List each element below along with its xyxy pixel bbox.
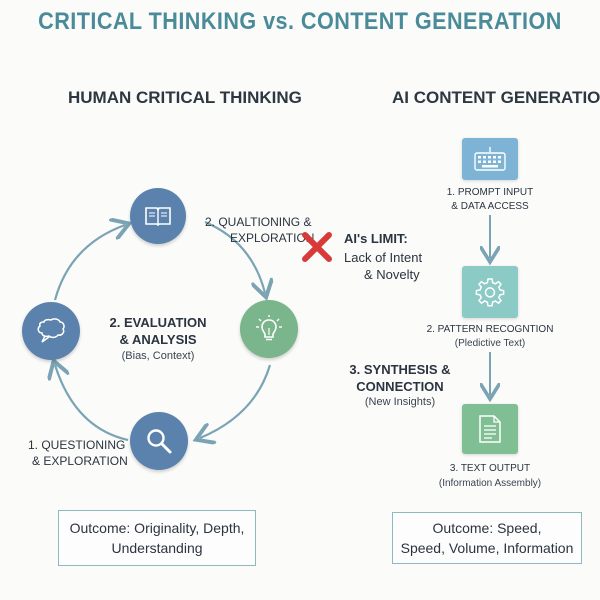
- label-center-2: & ANALYSIS: [119, 332, 197, 347]
- label-bottom-1: 1. QUESTIONING: [28, 438, 126, 452]
- limit-line-2: & Novelty: [364, 267, 420, 282]
- ai-step3-sub: (Information Assembly): [438, 478, 542, 489]
- cross-icon: [302, 232, 332, 262]
- ai-step3-label: 3. TEXT OUTPUT: [449, 463, 531, 474]
- limit-line-1: Lack of Intent: [344, 250, 423, 265]
- human-heading: HUMAN CRITICAL THINKING: [68, 88, 302, 107]
- label-bottom-2: & EXPLORATION: [32, 454, 128, 468]
- human-outcome-line-1: Outcome: Originality, Depth,: [69, 520, 245, 536]
- node-magnifier: [130, 412, 188, 470]
- arrow-bottom-to-left: [55, 365, 129, 442]
- arrow-right-to-bottom: [200, 364, 272, 438]
- limit-title: AI's LIMIT:: [344, 231, 408, 246]
- step-gear: [462, 266, 518, 318]
- label-top-node-2: EXPLORATION: [230, 231, 315, 245]
- magnifier-icon: [147, 429, 172, 454]
- ai-outcome-line-2: Speed, Volume, Information: [400, 540, 574, 556]
- page-title: CRITICAL THINKING vs. CONTENT GENERATION: [38, 8, 562, 35]
- label-center-3: (Bias, Context): [121, 350, 195, 362]
- label-top-node-1: 2. QUALTIONING &: [205, 215, 312, 229]
- ai-step1-sub: & DATA ACCESS: [451, 201, 529, 212]
- ai-step1-label: 1. PROMPT INPUT: [446, 187, 534, 198]
- document-icon: [479, 415, 501, 443]
- ai-outcome-box: Outcome: Speed, Speed, Volume, Informati…: [392, 512, 582, 564]
- node-book: [130, 188, 186, 244]
- keyboard-icon: [474, 147, 506, 171]
- step-document: [462, 404, 518, 454]
- ai-step2-label: 2. PATTERN RECOGNTION: [426, 324, 554, 335]
- label-synthesis-1: 3. SYNTHESIS &: [349, 362, 451, 377]
- arrow-top-to-right: [204, 220, 265, 293]
- ai-step2-sub: (Pledictive Text): [454, 338, 526, 349]
- speech-bubble-icon: [37, 318, 65, 343]
- ai-heading: AI CONTENT GENERATION: [392, 88, 600, 107]
- label-center-1: 2. EVALUATION: [109, 315, 207, 330]
- arrow-left-to-top: [53, 225, 125, 301]
- step-keyboard: [462, 138, 518, 180]
- gear-icon: [475, 278, 505, 307]
- node-speech: [22, 302, 80, 360]
- ai-outcome-line-1: Outcome: Speed,: [432, 520, 542, 536]
- human-outcome-line-2: Understanding: [111, 540, 203, 556]
- node-lightbulb: [240, 300, 298, 358]
- book-icon: [145, 207, 171, 227]
- label-synthesis-3: (New Insights): [364, 396, 436, 408]
- label-synthesis-2: CONNECTION: [356, 379, 444, 394]
- human-outcome-box: Outcome: Originality, Depth, Understandi…: [58, 510, 256, 566]
- lightbulb-icon: [256, 315, 282, 341]
